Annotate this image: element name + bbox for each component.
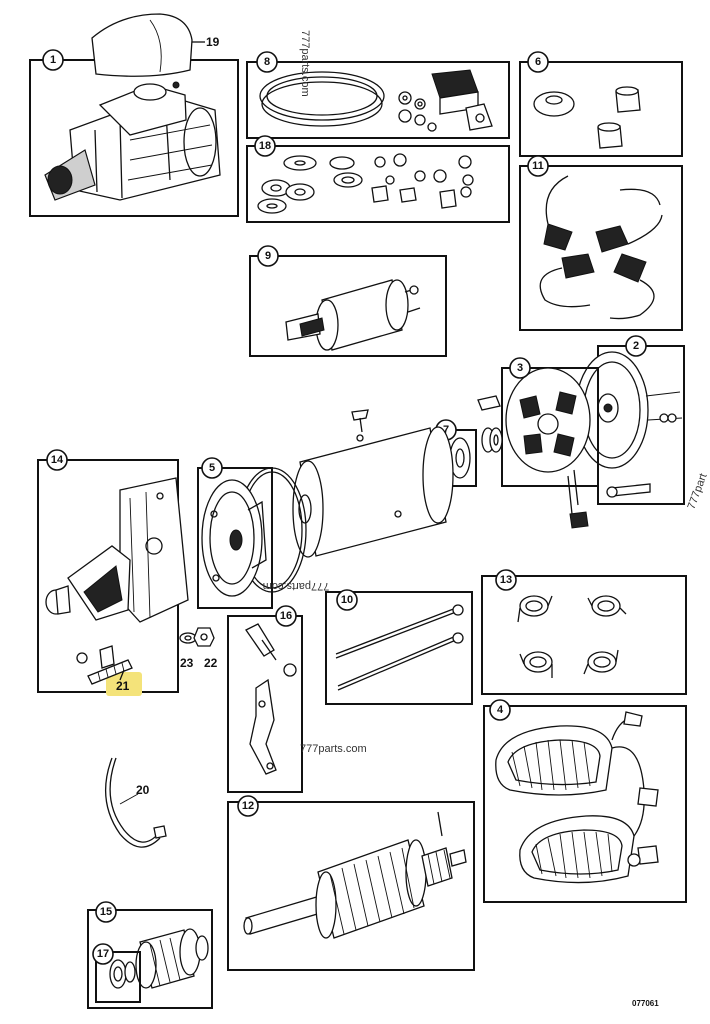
svg-text:6: 6 [535,56,541,68]
part-group-10[interactable] [325,591,473,705]
callout-16: 16 [275,605,297,627]
callout-6: 6 [527,51,549,73]
spacer-washers [481,427,503,453]
spring-top-left [517,595,553,623]
part-group-13[interactable] [481,575,687,695]
watermark-center: 777parts.com [300,743,367,755]
stud-and-nut-21[interactable] [76,645,142,696]
callout-8: 8 [256,51,278,73]
callout-18: 18 [254,135,276,157]
callout-3: 3 [509,357,531,379]
svg-text:1: 1 [50,54,56,66]
part-group-12[interactable] [227,801,475,971]
svg-text:13: 13 [500,574,512,586]
svg-text:8: 8 [264,56,270,68]
svg-text:18: 18 [259,140,271,152]
callout-17: 17 [92,943,114,965]
part-group-1[interactable] [29,59,239,217]
part-group-11[interactable] [519,165,683,331]
svg-text:12: 12 [242,800,254,812]
callout-13: 13 [495,569,517,591]
circlip-20[interactable] [104,757,167,848]
spring-bottom-left [519,651,553,678]
part-group-17[interactable] [95,951,141,1003]
part-group-5[interactable] [197,467,273,609]
label-23: 23 [180,656,194,670]
part-group-6[interactable] [519,61,683,157]
part-group-9[interactable] [249,255,447,357]
callout-14: 14 [46,449,68,471]
part-group-2[interactable] [575,345,685,505]
part-group-3[interactable] [501,367,599,529]
watermark-middle: 777parts.com [263,580,330,592]
callout-10: 10 [336,589,358,611]
label-22: 22 [204,656,218,670]
svg-text:3: 3 [517,362,523,374]
callout-5: 5 [201,457,223,479]
svg-text:7: 7 [443,424,449,436]
nut-22-washer-23[interactable] [179,627,215,647]
brush-spring-clip [477,395,501,411]
part-group-4[interactable] [483,705,687,903]
svg-text:5: 5 [209,462,215,474]
callout-1: 1 [42,49,64,71]
label-20: 20 [136,783,150,797]
svg-text:16: 16 [280,610,292,622]
svg-text:4: 4 [497,704,504,716]
yoke-screw [351,409,369,433]
starter-motor-illustration [44,81,221,201]
part-group-8[interactable] [246,61,510,139]
spring-bottom-right [583,649,619,675]
callout-15: 15 [95,901,117,923]
svg-text:14: 14 [51,454,64,466]
callout-11: 11 [527,155,549,177]
label-21: 21 [116,679,130,693]
part-group-18[interactable] [246,145,510,223]
svg-text:17: 17 [97,948,109,960]
cover-19[interactable] [91,13,205,77]
svg-text:2: 2 [633,340,639,352]
highlight-21 [106,672,142,696]
drawing-number: 077061 [632,999,659,1008]
part-group-16[interactable] [227,615,303,793]
part-group-14[interactable] [37,459,189,693]
watermark-right: 777part [686,472,710,511]
watermark-top: 777parts.com [299,30,311,97]
spring-top-right [587,595,627,617]
svg-text:15: 15 [100,906,112,918]
callout-12: 12 [237,795,259,817]
callout-2: 2 [625,335,647,357]
callout-4: 4 [489,699,511,721]
label-19: 19 [206,35,220,49]
part-group-15[interactable] [87,909,213,1009]
yoke-body[interactable] [292,426,454,558]
svg-text:9: 9 [265,250,271,262]
svg-text:10: 10 [341,594,353,606]
svg-text:11: 11 [532,160,544,172]
callout-9: 9 [257,245,279,267]
